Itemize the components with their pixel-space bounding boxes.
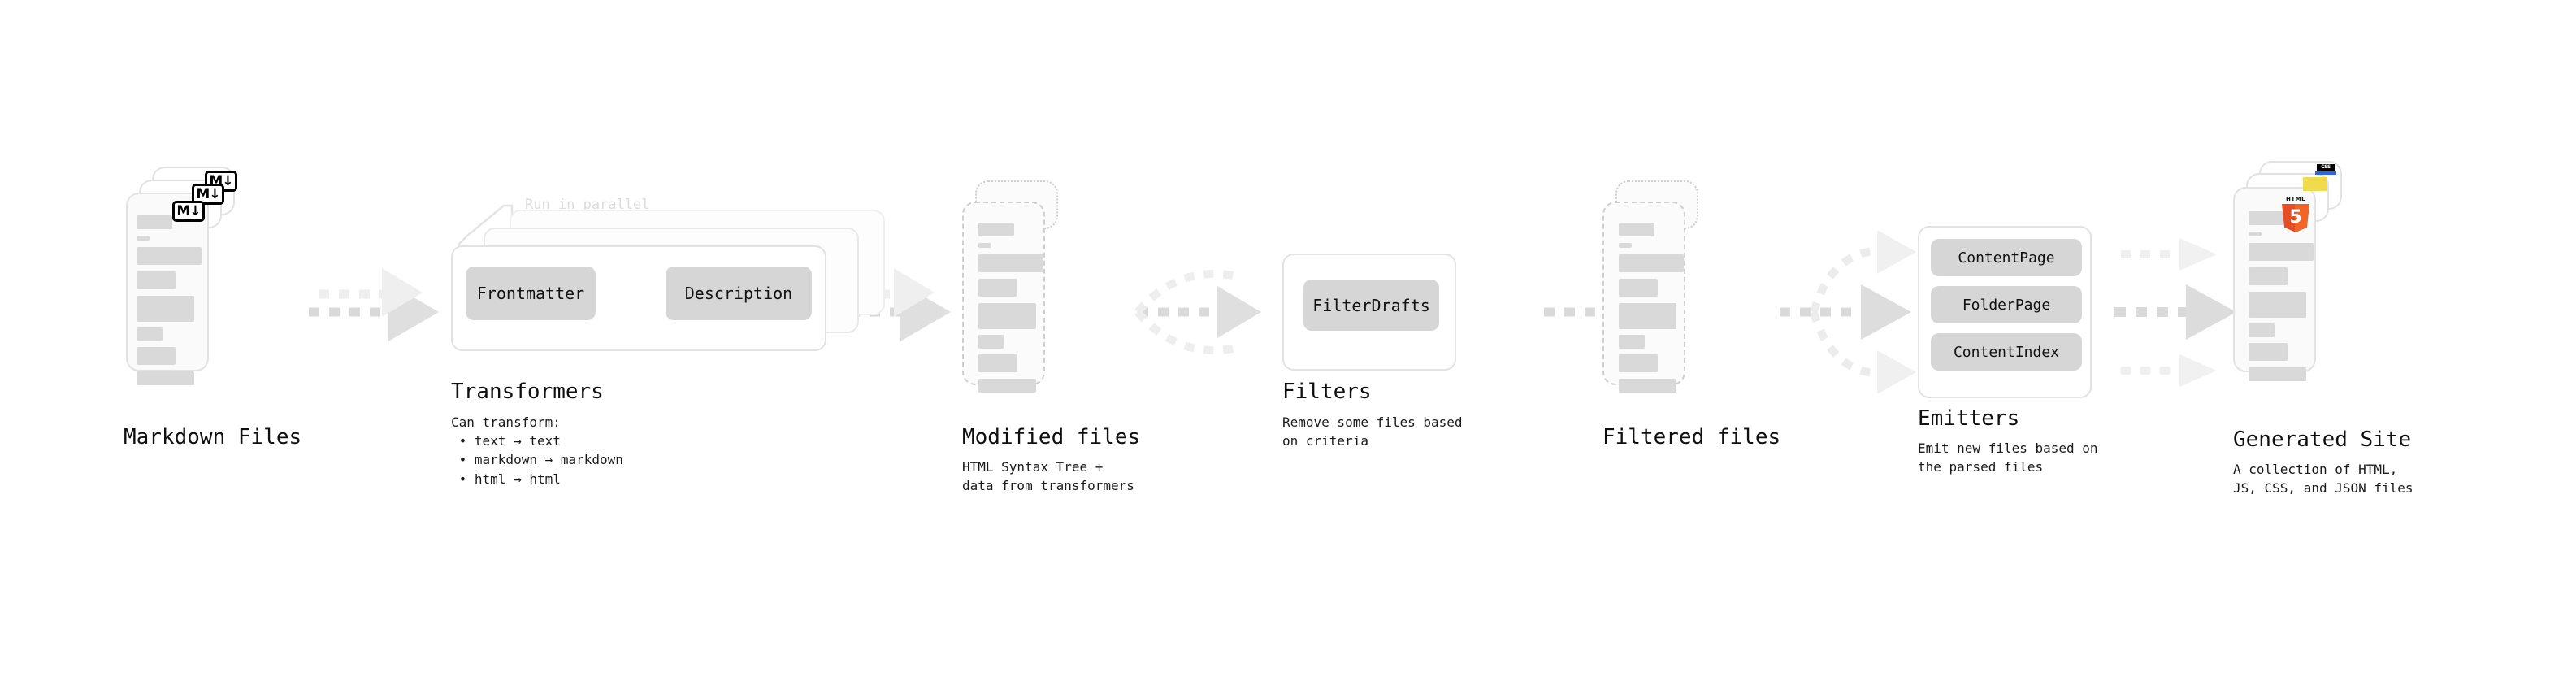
doc-bar	[137, 296, 194, 322]
markdown-badge-text: M	[196, 185, 210, 202]
filtered-files-title: Filtered files	[1602, 425, 1781, 449]
doc-bar	[1619, 223, 1654, 236]
transformers-caption: Can transform: • text → text • markdown …	[451, 414, 623, 487]
doc-bar	[978, 254, 1043, 272]
connector-modified-to-filters	[1134, 269, 1261, 355]
emitter-chip-contentpage[interactable]: ContentPage	[1931, 239, 2082, 276]
css-badge: CSS	[2315, 164, 2336, 176]
filters-caption: Remove some files based on criteria	[1282, 414, 1463, 449]
emitters-container[interactable]: ContentPage FolderPage ContentIndex	[1918, 226, 2092, 398]
doc-bar	[1619, 379, 1676, 393]
doc-bar	[137, 271, 176, 289]
doc-bar	[137, 347, 176, 365]
doc-bar	[137, 247, 202, 265]
html5-badge-label: HTML	[2285, 196, 2306, 202]
connector-filtered-to-emitters	[1780, 230, 1916, 394]
doc-bar	[978, 335, 1004, 349]
doc-bar	[1619, 279, 1658, 297]
doc-bar	[2249, 243, 2314, 261]
doc-bar	[1619, 335, 1645, 349]
doc-bar	[137, 327, 163, 341]
doc-bar	[2249, 343, 2288, 361]
doc-bar	[137, 371, 194, 385]
doc-bar	[137, 215, 172, 229]
connector-emitters-to-site	[2114, 238, 2236, 387]
filter-chip-filterdrafts[interactable]: FilterDrafts	[1303, 280, 1439, 331]
markdown-badge-front: M↓	[172, 201, 205, 222]
filters-container[interactable]: FilterDrafts	[1282, 254, 1456, 371]
doc-bar	[978, 303, 1036, 329]
doc-bar	[2249, 367, 2306, 381]
doc-bar	[2249, 232, 2262, 236]
filtered-card-front[interactable]	[1602, 202, 1685, 393]
generated-site-caption: A collection of HTML, JS, CSS, and JSON …	[2233, 462, 2413, 497]
doc-bar	[978, 243, 991, 248]
html5-badge-digit: 5	[2289, 207, 2302, 228]
transformers-title: Transformers	[451, 380, 604, 404]
doc-bar	[1619, 354, 1658, 372]
css-badge-underline	[2315, 171, 2336, 175]
transformer-chip-description[interactable]: Description	[666, 267, 812, 320]
run-in-parallel-label: Run in parallel	[525, 197, 650, 213]
js-badge	[2303, 177, 2327, 191]
doc-bar	[2249, 267, 2288, 285]
filters-title: Filters	[1282, 380, 1372, 404]
transformer-chip-frontmatter[interactable]: Frontmatter	[466, 267, 596, 320]
html5-shield-inner	[2295, 204, 2309, 232]
markdown-card-front[interactable]	[126, 193, 209, 385]
doc-bar	[1619, 254, 1684, 272]
markdown-badge-text: M	[176, 202, 190, 219]
doc-bar	[978, 379, 1036, 393]
modified-card-front[interactable]	[962, 202, 1045, 393]
doc-bar	[2249, 292, 2306, 318]
modified-files-caption: HTML Syntax Tree + data from transformer…	[962, 459, 1134, 494]
connector-md-to-transformers	[309, 268, 439, 341]
css-badge-text: CSS	[2317, 164, 2335, 171]
generated-site-title: Generated Site	[2233, 427, 2412, 452]
transformers-container-front[interactable]: Frontmatter Description	[451, 245, 826, 351]
doc-bar	[2249, 211, 2284, 225]
doc-bar	[978, 279, 1017, 297]
modified-files-title: Modified files	[962, 425, 1141, 449]
emitters-caption: Emit new files based on the parsed files	[1918, 440, 2098, 475]
doc-bar	[978, 354, 1017, 372]
doc-bar	[137, 236, 150, 241]
emitter-chip-folderpage[interactable]: FolderPage	[1931, 286, 2082, 323]
doc-bar	[978, 223, 1014, 236]
emitters-title: Emitters	[1918, 406, 2020, 431]
doc-bar	[2249, 323, 2275, 337]
markdown-files-title: Markdown Files	[124, 425, 302, 449]
doc-bar	[1619, 303, 1676, 329]
doc-bar	[1619, 243, 1632, 248]
emitter-chip-contentindex[interactable]: ContentIndex	[1931, 333, 2082, 371]
html5-badge: HTML 5	[2280, 195, 2311, 232]
